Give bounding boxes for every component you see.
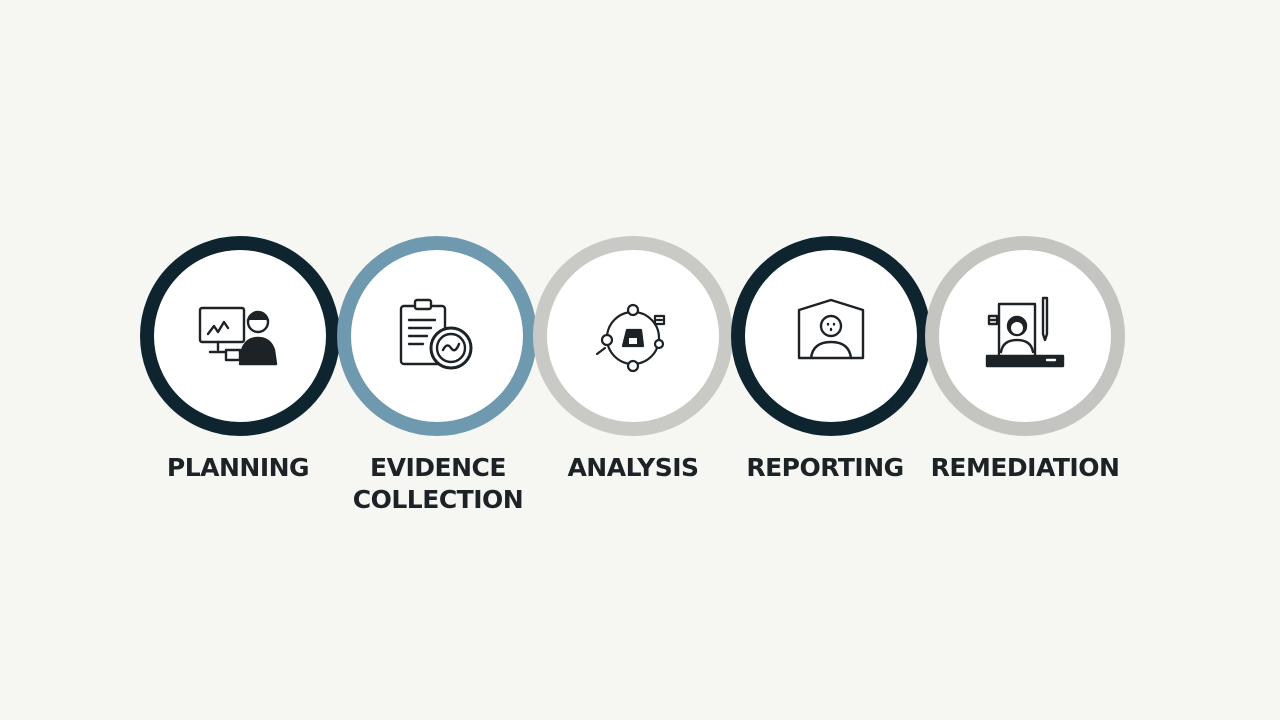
person-with-tool-icon	[975, 286, 1075, 386]
step-label-analysis: ANALYSIS	[523, 452, 743, 484]
step-label-text: PLANNING	[166, 453, 310, 482]
analyst-at-monitor-icon	[190, 286, 290, 386]
clipboard-checkmark-icon	[387, 286, 487, 386]
step-label-remediation: REMEDIATION	[915, 452, 1135, 484]
step-label-evidence-collection: EVIDENCE COLLECTION	[328, 452, 548, 516]
step-label-text-line-1: EVIDENCE	[370, 453, 506, 482]
step-circle-evidence-collection	[337, 236, 537, 436]
step-label-text: ANALYSIS	[567, 453, 699, 482]
step-label-text-line-2: COLLECTION	[352, 485, 524, 514]
person-on-screen-icon	[781, 286, 881, 386]
step-circle-remediation	[925, 236, 1125, 436]
network-analysis-icon	[583, 286, 683, 386]
step-circle-analysis	[533, 236, 733, 436]
step-label-reporting: REPORTING	[715, 452, 935, 484]
step-label-planning: PLANNING	[128, 452, 348, 484]
step-label-text: REMEDIATION	[930, 453, 1120, 482]
step-label-text: REPORTING	[746, 453, 904, 482]
step-circle-reporting	[731, 236, 931, 436]
step-circle-planning	[140, 236, 340, 436]
